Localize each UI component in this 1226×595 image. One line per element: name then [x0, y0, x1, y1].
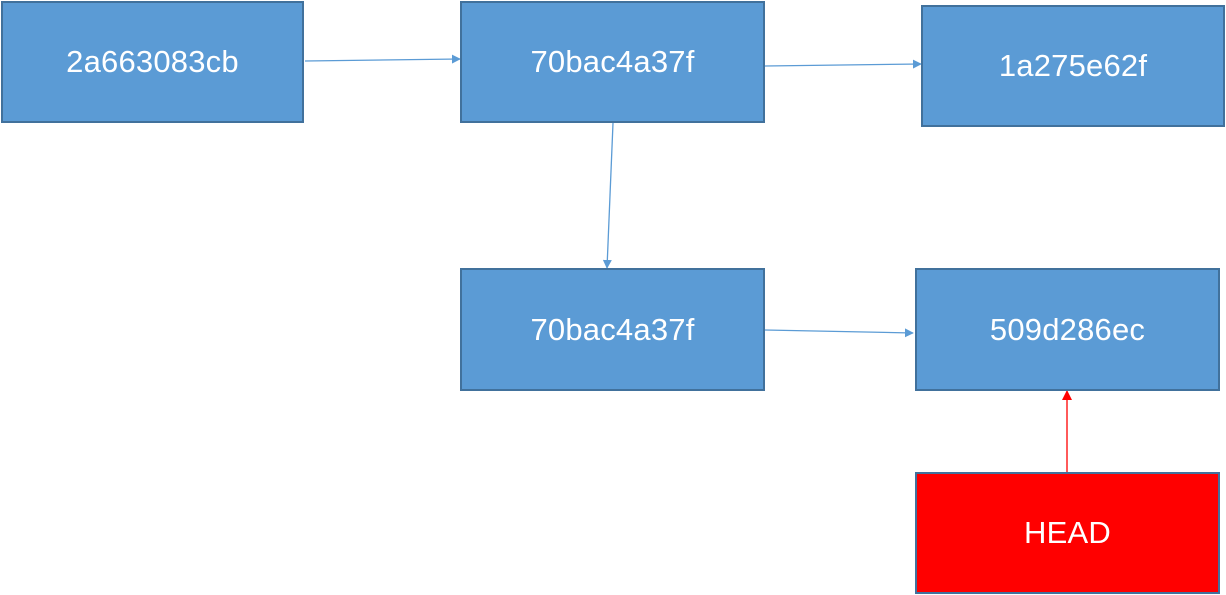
commit-node-label: 2a663083cb [66, 44, 239, 79]
commit-node-509d286ec: 509d286ec [915, 268, 1220, 391]
commit-node-label: 509d286ec [989, 311, 1146, 347]
edge-n1-n2 [304, 54, 461, 64]
commit-node-label: 70bac4a37f [530, 311, 695, 347]
commit-node-label: 70bac4a37f [530, 44, 695, 79]
commit-node-70bac4a37f-bottom: 70bac4a37f [460, 268, 765, 391]
commit-node-1a275e62f: 1a275e62f [921, 5, 1225, 127]
head-pointer-label: HEAD [1024, 515, 1111, 550]
edge-n2-n3 [764, 59, 922, 69]
edge-n2-n4 [602, 122, 614, 269]
commit-node-70bac4a37f-top: 70bac4a37f [460, 1, 765, 123]
commit-node-label: 1a275e62f [998, 48, 1148, 83]
commit-node-2a663083cb: 2a663083cb [1, 1, 304, 123]
edge-n4-n5 [764, 328, 914, 338]
head-pointer-node: HEAD [915, 472, 1220, 594]
